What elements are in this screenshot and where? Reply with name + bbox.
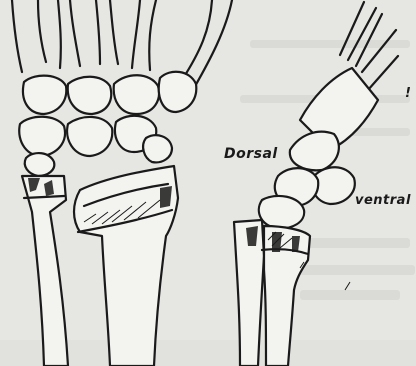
metacarpal-2	[58, 0, 61, 68]
carpal-lunate	[67, 117, 112, 156]
metacarpal-5	[182, 0, 212, 80]
metacarpal-1	[12, 0, 22, 72]
label-ventral: ventral	[355, 193, 411, 208]
carpal-trapezium	[23, 76, 66, 114]
carpal-capitate	[114, 75, 159, 114]
ulna-shaft	[22, 176, 68, 366]
metacarpal-4b	[149, 0, 156, 70]
metacarpal-2b	[70, 0, 80, 66]
lateral-finger-5	[368, 56, 398, 90]
metacarpal-4	[132, 0, 140, 68]
lateral-carpal-4	[259, 196, 304, 228]
carpal-scaphoid	[19, 117, 65, 156]
carpal-hamate	[159, 72, 197, 112]
metacarpal-3b	[110, 0, 118, 64]
carpal-extra	[25, 153, 55, 176]
label-dorsal: Dorsal	[224, 146, 278, 162]
label-edge-mark: !	[405, 86, 411, 101]
metacarpal-1b	[38, 0, 46, 62]
metacarpal-5b	[194, 0, 232, 88]
carpal-pisiform	[143, 135, 172, 162]
carpal-trapezoid	[68, 77, 111, 114]
lateral-carpal-1	[290, 132, 339, 171]
metacarpal-3	[96, 0, 100, 64]
